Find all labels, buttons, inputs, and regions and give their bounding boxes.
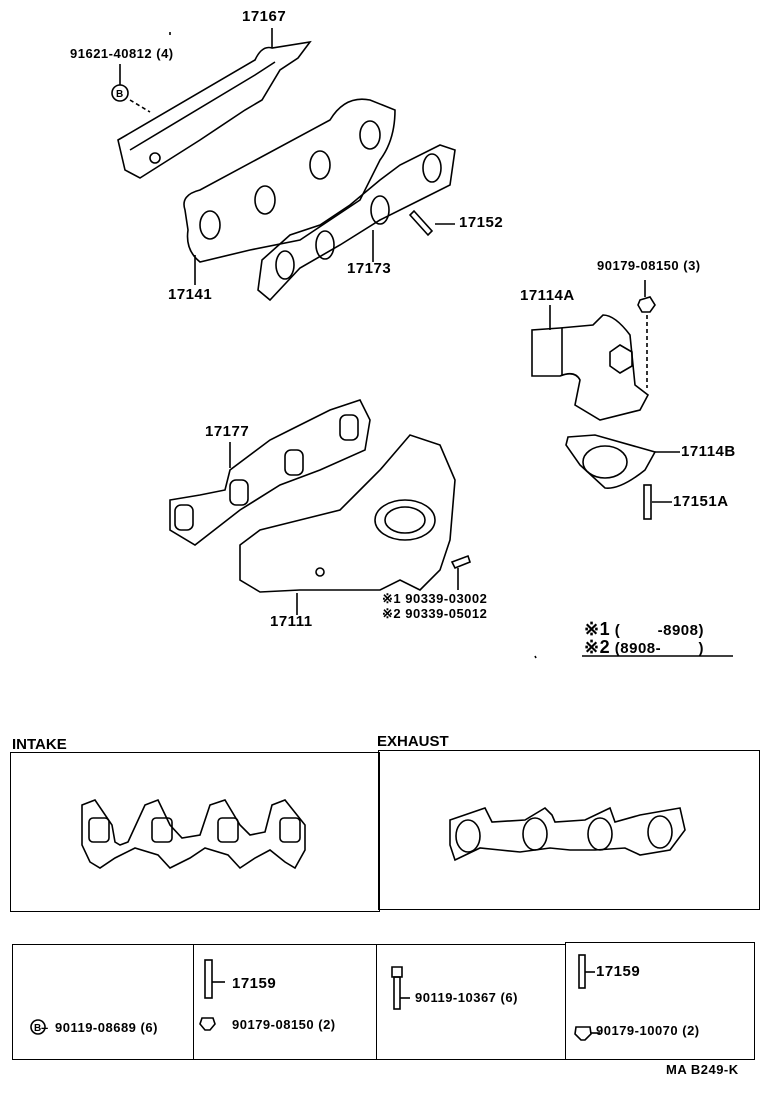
fastener-label: 17159: [232, 975, 277, 992]
fastener-label: 90179-10070 (2): [596, 1023, 700, 1038]
fastener-label: 17159: [596, 963, 641, 980]
fastener-label: 90119-08689 (6): [55, 1020, 158, 1035]
exhaust-gasket-small-drawing: [449, 806, 686, 862]
exhaust-panel-title: EXHAUST: [377, 733, 449, 750]
intake-panel-title: INTAKE: [12, 736, 67, 753]
svg-text:B: B: [34, 1023, 41, 1034]
callout-intake-manifold: 17111: [270, 613, 313, 630]
bolt-b-symbol-icon: [30, 1019, 46, 1035]
date-note-2: ※2 (8908- ): [584, 637, 704, 658]
date-note-1: ※1 ( -8908): [584, 619, 704, 640]
callout-exhaust-manifold: 17141: [168, 286, 213, 303]
date-note-mark: ※1: [584, 619, 611, 639]
fastener-label: 90179-08150 (2): [232, 1017, 336, 1032]
callout-intake-gasket: 17177: [205, 423, 250, 440]
stud-icon: [408, 209, 434, 237]
exhaust-manifold-drawing: [183, 98, 396, 285]
date-note-range: (8908- ): [614, 640, 704, 657]
callout-outlet-gasket: 17114B: [681, 443, 736, 460]
fastener-cell: 90119-08689 (6) –: [12, 944, 194, 1060]
callout-outlet-stud: 17151A: [673, 493, 729, 510]
intake-manifold-drawing: [239, 434, 456, 615]
intake-gasket-panel: [10, 752, 380, 912]
fastener-cell: 90119-10367 (6): [376, 944, 566, 1060]
fastener-label: 90119-10367 (6): [415, 990, 518, 1005]
stud-icon: [204, 959, 213, 999]
date-note-range: ( -8908): [614, 622, 704, 639]
callout-insulator-bolt: 91621-40812 (4): [70, 46, 174, 61]
callout-pin-1: ※1 90339-03002: [382, 591, 488, 606]
leader-dash: –: [41, 1020, 49, 1035]
exhaust-gasket-panel: [378, 750, 760, 910]
callout-outlet-elbow: 17114A: [520, 287, 575, 304]
fastener-cell: 17159 90179-08150 (2): [193, 944, 377, 1060]
flange-bolt-icon: [637, 296, 656, 313]
callout-outlet-bolt: 90179-08150 (3): [597, 258, 701, 273]
callout-pin-2: ※2 90339-05012: [382, 606, 488, 621]
stud-icon: [643, 484, 652, 520]
svg-text:B: B: [116, 89, 123, 100]
pin-icon: [450, 554, 471, 570]
flange-nut-icon: [199, 1017, 216, 1031]
flange-bolt-icon: [391, 966, 403, 978]
fastener-cell: 17159 90179-10070 (2): [565, 942, 755, 1060]
callout-heat-insulator: 17167: [242, 8, 287, 25]
callout-exhaust-gasket: 17173: [347, 260, 392, 277]
outlet-gasket-drawing: [565, 434, 657, 489]
intake-gasket-drawing: [169, 399, 371, 546]
date-note-mark: ※2: [584, 637, 611, 657]
intake-gasket-small-drawing: [81, 798, 306, 870]
exhaust-gasket-drawing: [257, 144, 456, 302]
callout-stud: 17152: [459, 214, 504, 231]
heat-insulator-drawing: [117, 28, 312, 179]
figure-code: MA B249-K: [666, 1062, 739, 1077]
nut-icon: [574, 1026, 592, 1041]
outlet-elbow-drawing: [531, 305, 650, 421]
